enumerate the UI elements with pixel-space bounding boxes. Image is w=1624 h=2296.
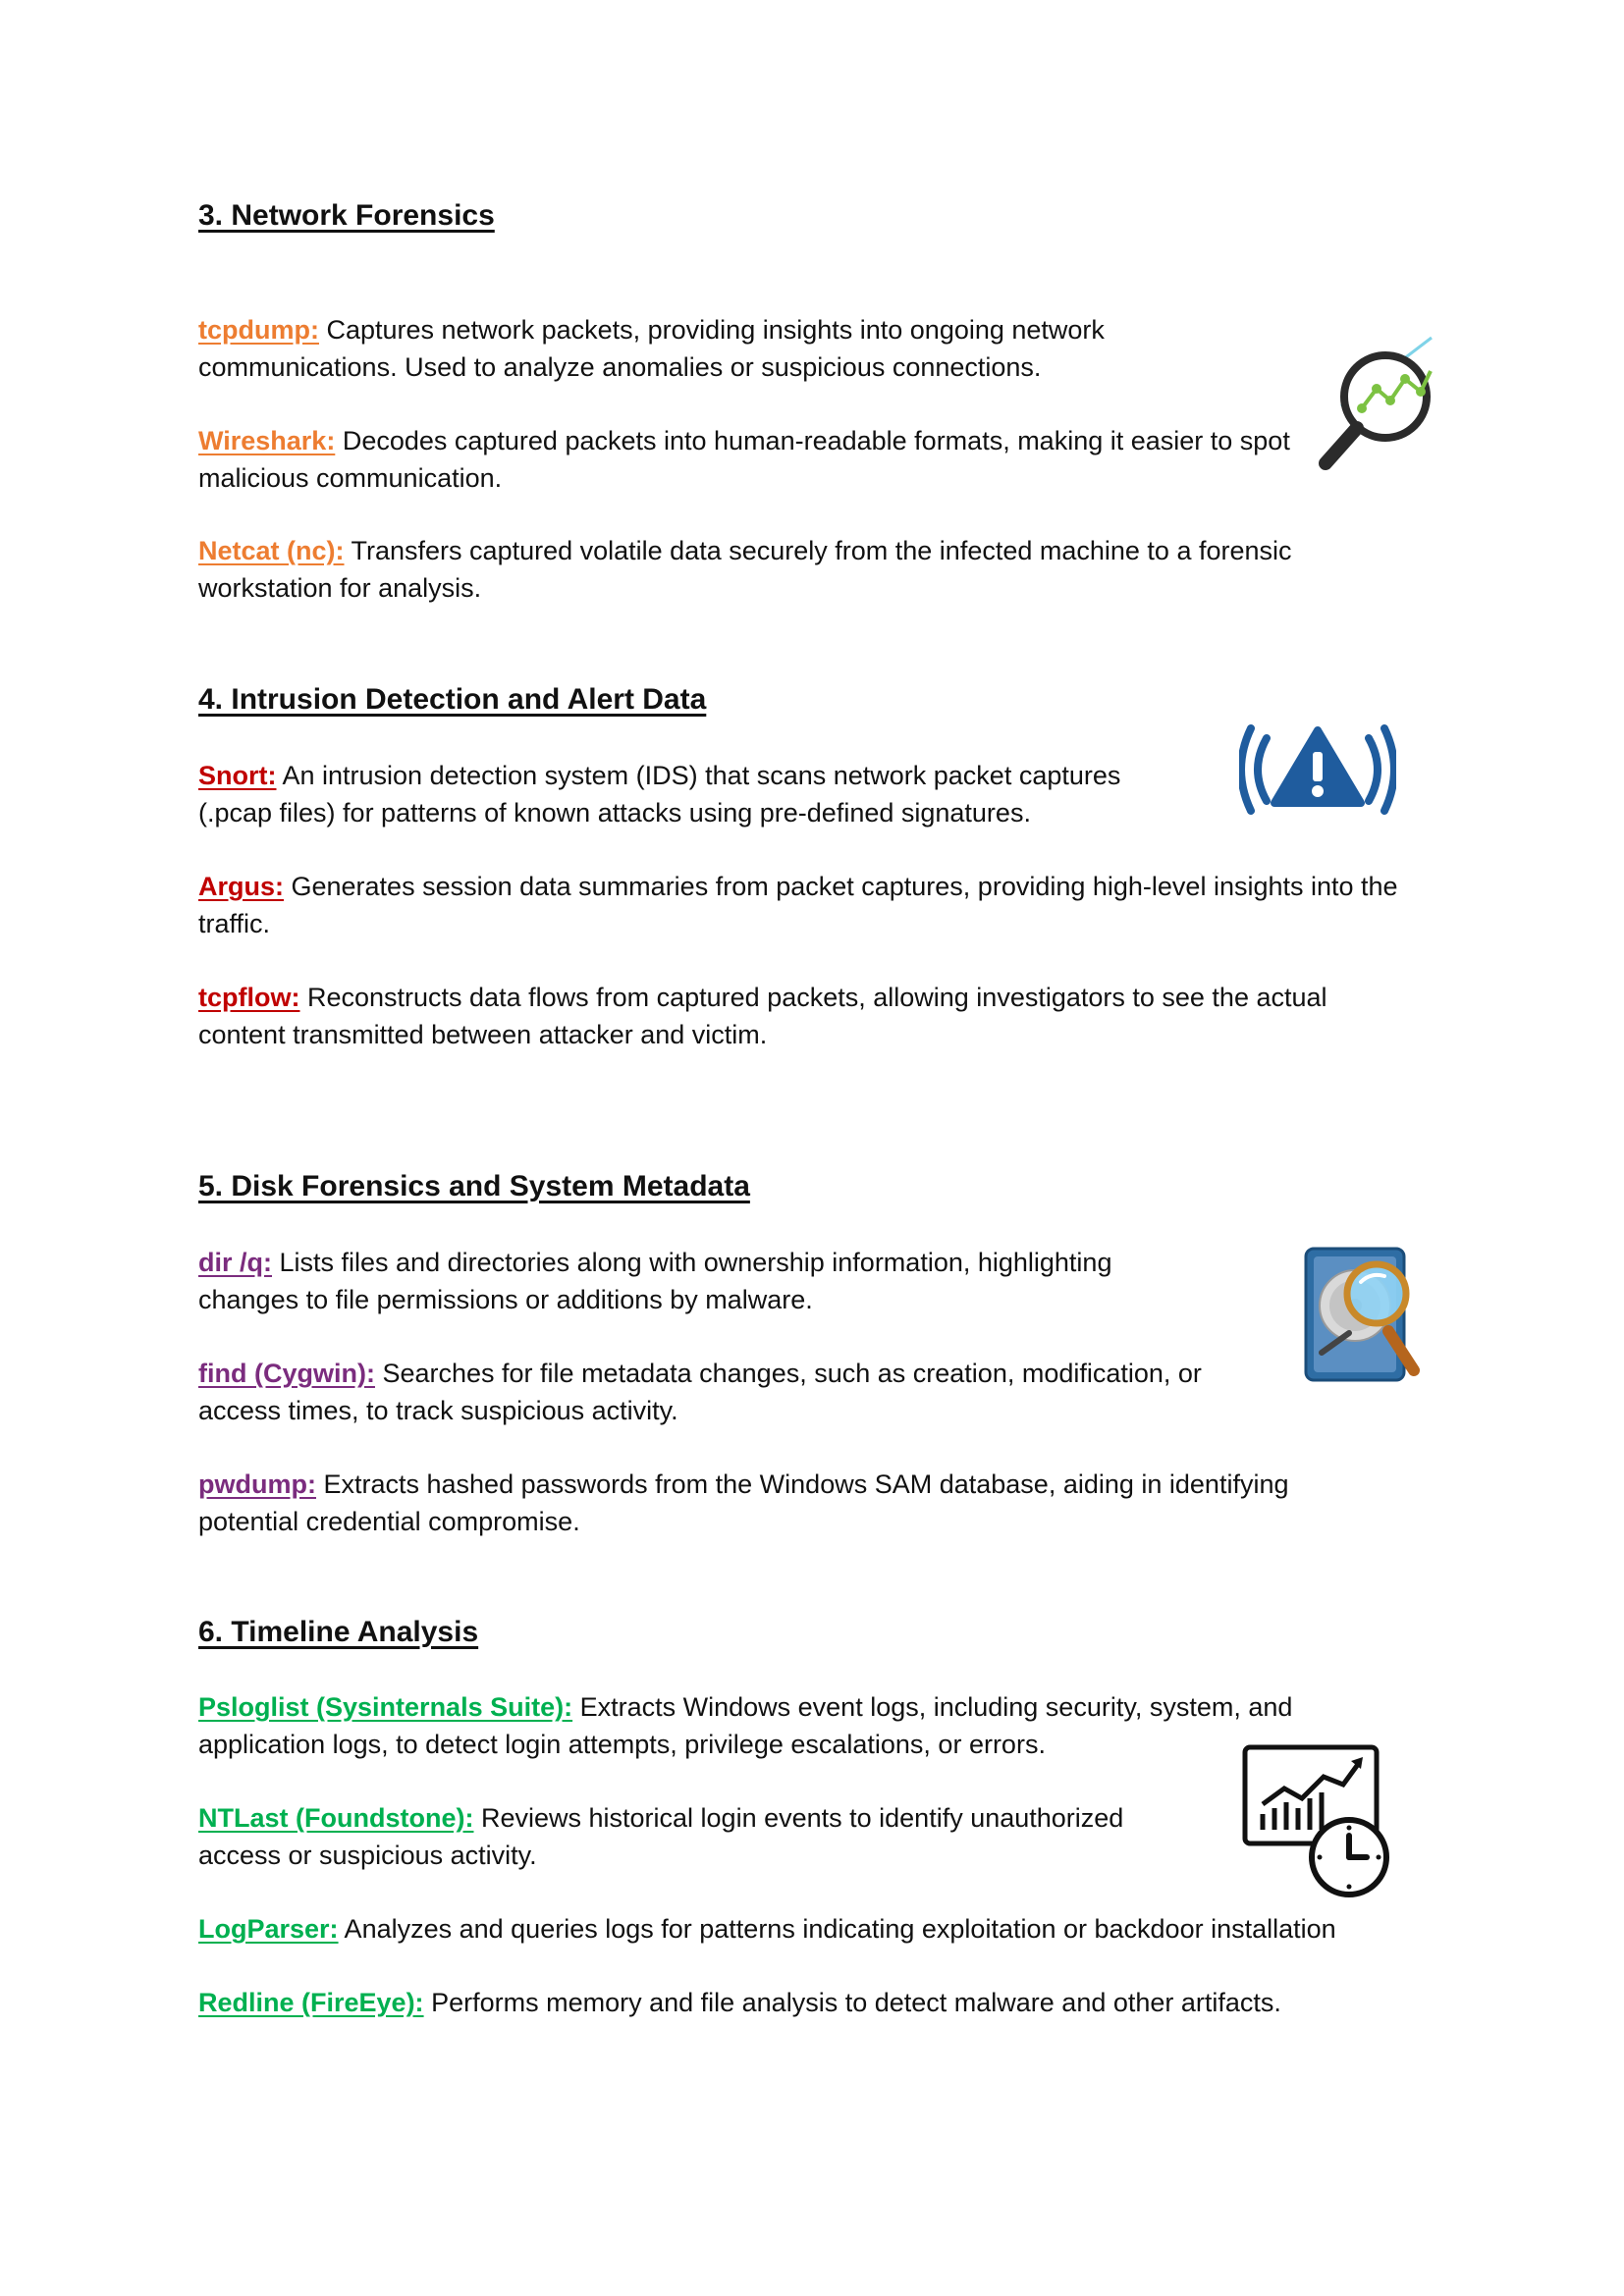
tool-name-dir-q: dir /q:	[198, 1248, 272, 1277]
tool-description: Decodes captured packets into human-read…	[198, 426, 1290, 493]
tool-name-find-cygwin: find (Cygwin):	[198, 1359, 375, 1388]
tool-description: Reconstructs data flows from captured pa…	[198, 983, 1327, 1049]
tool-name-netcat: Netcat (nc):	[198, 536, 345, 565]
tool-description: Lists files and directories along with o…	[198, 1248, 1112, 1314]
entry-tcpflow: tcpflow: Reconstructs data flows from ca…	[198, 980, 1416, 1053]
entry-netcat: Netcat (nc): Transfers captured volatile…	[198, 533, 1367, 607]
tool-description: Searches for file metadata changes, such…	[198, 1359, 1202, 1425]
tool-name-snort: Snort:	[198, 761, 277, 790]
tool-description: Extracts hashed passwords from the Windo…	[198, 1469, 1289, 1536]
tool-name-tcpdump: tcpdump:	[198, 315, 319, 345]
chart-clock-icon	[1241, 1743, 1398, 1900]
entry-pwdump: pwdump: Extracts hashed passwords from t…	[198, 1467, 1377, 1540]
tool-name-ntlast: NTLast (Foundstone):	[198, 1803, 474, 1833]
entry-logparser: LogParser: Analyzes and queries logs for…	[198, 1911, 1435, 1949]
entry-argus: Argus: Generates session data summaries …	[198, 869, 1416, 942]
tool-description: Extracts Windows event logs, including s…	[198, 1692, 1293, 1759]
tool-name-logparser: LogParser:	[198, 1914, 339, 1944]
entry-redline: Redline (FireEye): Performs memory and f…	[198, 1985, 1435, 2022]
tool-description: Analyzes and queries logs for patterns i…	[338, 1914, 1336, 1944]
tool-name-pwdump: pwdump:	[198, 1469, 316, 1499]
tool-description: Generates session data summaries from pa…	[198, 872, 1398, 938]
entry-dir-q: dir /q: Lists files and directories alon…	[198, 1245, 1200, 1318]
tool-description: Performs memory and file analysis to det…	[423, 1988, 1281, 2017]
tool-name-wireshark: Wireshark:	[198, 426, 336, 455]
tool-description: Transfers captured volatile data securel…	[198, 536, 1292, 603]
entry-wireshark: Wireshark: Decodes captured packets into…	[198, 423, 1298, 497]
section-heading-intrusion-detection: 4. Intrusion Detection and Alert Data	[198, 683, 707, 716]
tool-description: Captures network packets, providing insi…	[198, 315, 1105, 382]
tool-name-tcpflow: tcpflow:	[198, 983, 300, 1012]
entry-ntlast: NTLast (Foundstone): Reviews historical …	[198, 1800, 1190, 1874]
entry-psloglist: Psloglist (Sysinternals Suite): Extracts…	[198, 1689, 1337, 1763]
entry-find-cygwin: find (Cygwin): Searches for file metadat…	[198, 1356, 1259, 1429]
section-heading-disk-forensics: 5. Disk Forensics and System Metadata	[198, 1170, 750, 1202]
hard-drive-search-icon	[1302, 1245, 1428, 1384]
entry-snort: Snort: An intrusion detection system (ID…	[198, 758, 1180, 831]
tool-name-argus: Argus:	[198, 872, 284, 901]
magnifier-chart-icon	[1306, 330, 1463, 479]
alert-signal-icon	[1237, 724, 1398, 815]
tool-description: Reviews historical login events to ident…	[198, 1803, 1124, 1870]
section-heading-timeline-analysis: 6. Timeline Analysis	[198, 1616, 479, 1648]
entry-tcpdump: tcpdump: Captures network packets, provi…	[198, 312, 1219, 386]
tool-description: An intrusion detection system (IDS) that…	[198, 761, 1121, 828]
tool-name-psloglist: Psloglist (Sysinternals Suite):	[198, 1692, 573, 1722]
tool-name-redline: Redline (FireEye):	[198, 1988, 424, 2017]
section-heading-network-forensics: 3. Network Forensics	[198, 199, 495, 232]
